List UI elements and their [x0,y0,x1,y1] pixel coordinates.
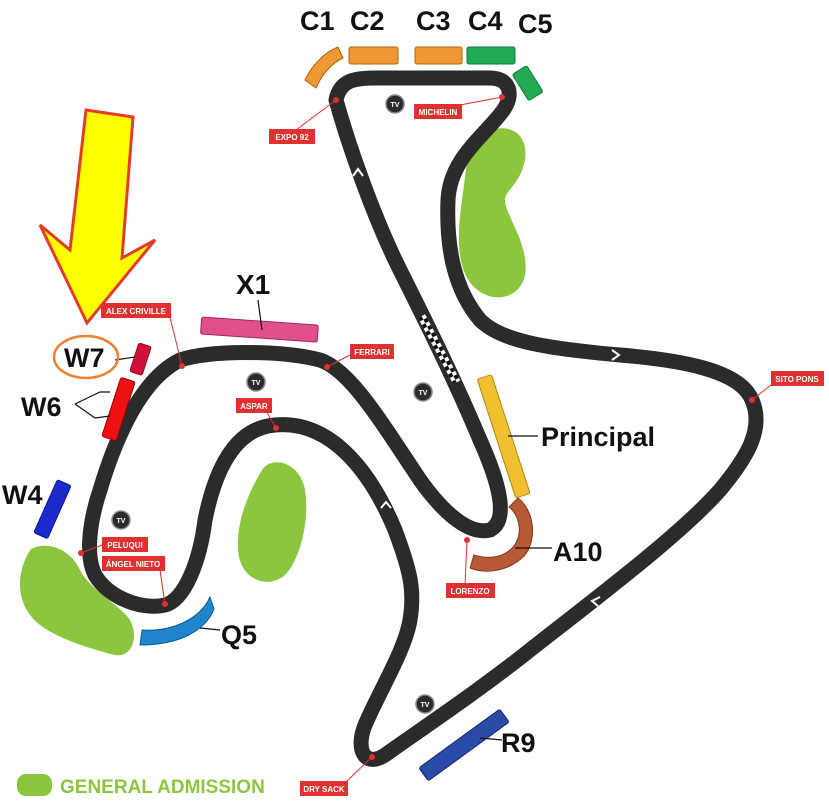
svg-text:LORENZO: LORENZO [450,587,489,596]
corner-tag-michelin: MICHELIN [414,94,505,119]
corner-tag-peluqui: PELUQUI [78,537,148,556]
w7-highlight-circle [52,334,120,380]
svg-text:EXPO 92: EXPO 92 [275,133,309,142]
stand-c1[interactable] [304,46,344,89]
label-x1: X1 [236,269,270,300]
label-c3: C3 [416,6,451,36]
label-c1: C1 [300,6,335,36]
direction-chevron-icon [380,500,392,509]
svg-text:PELUQUI: PELUQUI [107,541,143,550]
legend-swatch-general-admission [17,774,52,796]
label-q5: Q5 [221,620,257,650]
svg-text:FERRARI: FERRARI [354,348,390,357]
stand-c5[interactable] [512,65,543,101]
svg-text:ÁNGEL NIETO: ÁNGEL NIETO [106,560,160,569]
svg-text:MICHELIN: MICHELIN [419,108,458,117]
corner-tags: EXPO 92 MICHELIN ALEX CRIVILLE FERRARI A… [78,94,824,796]
svg-text:ALEX CRIVILLE: ALEX CRIVILLE [106,307,167,316]
label-c4: C4 [468,6,503,36]
stand-w7[interactable] [129,342,152,376]
label-principal: Principal [541,422,655,452]
label-c2: C2 [350,6,385,36]
corner-tag-expo92: EXPO 92 [269,97,339,144]
svg-text:DRY SACK: DRY SACK [303,785,345,794]
direction-chevron-icon [120,448,132,458]
direction-chevron-icon [590,596,601,607]
checkered-flag-icon [418,314,461,385]
svg-text:TV: TV [421,702,430,709]
stand-w4[interactable] [33,479,71,539]
grandstands [33,46,543,781]
label-a10: A10 [553,537,603,567]
svg-text:TV: TV [391,102,400,109]
stand-c2[interactable] [348,46,399,65]
direction-chevron-icon [352,167,364,177]
svg-text:SITO PONS: SITO PONS [775,375,819,384]
corner-tag-alex-criville: ALEX CRIVILLE [101,303,185,369]
stand-principal[interactable] [477,374,531,499]
ga-area-center [237,462,307,582]
tv-camera-icon: TV [413,382,433,402]
label-r9: R9 [501,728,536,758]
legend: GENERAL ADMISSION [17,774,265,798]
legend-label-general-admission: GENERAL ADMISSION [60,777,265,798]
race-track [82,70,764,767]
svg-text:TV: TV [117,518,126,525]
svg-text:TV: TV [419,390,428,397]
tv-camera-icon: TV [415,694,435,714]
tv-camera-icon: TV [385,94,405,114]
corner-tag-lorenzo: LORENZO [446,537,495,598]
svg-text:TV: TV [252,380,261,387]
stand-w6[interactable] [101,377,136,441]
corner-tag-sito-pons: SITO PONS [749,371,824,403]
general-admission-areas [19,128,526,656]
ga-area-right [458,128,526,298]
stand-r9[interactable] [419,709,509,781]
tv-camera-icon: TV [111,510,131,530]
tv-camera-icon: TV [246,372,266,392]
leader-lines [74,299,552,741]
stand-c4[interactable] [466,46,516,65]
direction-chevron-icon [611,349,621,361]
stand-q5[interactable] [139,595,215,646]
tv-cameras: TV TV TV TV TV [111,94,435,714]
pointer-arrow-icon [38,108,157,326]
stand-labels: C1 C2 C3 C4 C5 X1 W7 W6 W4 Principal A10… [2,6,655,758]
corner-tag-aspar: ASPAR [236,398,279,431]
corner-tag-ferrari: FERRARI [324,344,394,370]
label-w4: W4 [2,480,43,510]
ga-area-left [19,545,135,656]
label-w6: W6 [21,392,62,422]
label-c5: C5 [518,9,553,39]
label-w7: W7 [64,343,105,373]
stand-c3[interactable] [414,46,463,65]
direction-chevrons [120,167,621,607]
stand-a10[interactable] [469,497,534,572]
svg-text:ASPAR: ASPAR [240,402,268,411]
corner-tag-dry-sack: DRY SACK [300,754,375,796]
corner-tag-angel-nieto: ÁNGEL NIETO [102,556,168,607]
stand-x1[interactable] [200,316,319,343]
